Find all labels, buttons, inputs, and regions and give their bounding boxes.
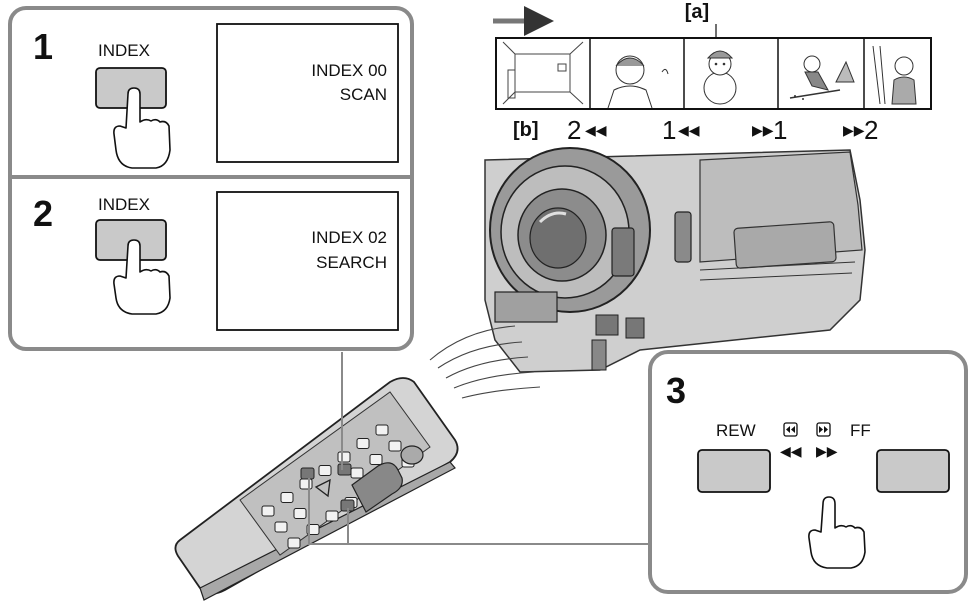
rew-button[interactable] <box>697 449 771 493</box>
step-1-screen-line1: INDEX 00 <box>311 61 387 80</box>
forward-icon: ▶▶ <box>816 444 838 460</box>
pointing-hand-icon <box>113 87 171 169</box>
step-2-screen-line1: INDEX 02 <box>311 228 387 247</box>
remote-key[interactable] <box>274 521 288 533</box>
remote-keys <box>261 424 415 549</box>
forward-small-icon: ▶▶ <box>752 123 774 139</box>
rewind-small-icon: ◀◀ <box>585 123 607 139</box>
speed-rew-2: 2 <box>567 115 581 145</box>
step-3: 3 REW ◀◀ ▶▶ FF <box>648 350 968 594</box>
tape-frame-skier <box>789 55 855 100</box>
forward-small-icon: ▶▶ <box>843 123 865 139</box>
remote-key[interactable] <box>350 467 364 479</box>
step-3-panel <box>648 350 968 594</box>
tape-frame-snowman <box>703 50 737 105</box>
pointing-hand-icon <box>808 496 866 569</box>
step-2-button-label: INDEX <box>98 195 150 214</box>
remote-key[interactable] <box>356 438 370 449</box>
label-a: [a] <box>685 1 709 23</box>
connector-lines <box>308 352 650 545</box>
remote-key[interactable] <box>375 424 389 436</box>
rewind-boxed-icon <box>783 422 798 437</box>
step-1-button-label: INDEX <box>98 41 150 60</box>
step-1-screen-line2: SCAN <box>340 85 387 104</box>
remote-control <box>174 377 459 601</box>
speed-rew-1: 1 <box>662 115 676 145</box>
label-b: [b] <box>513 119 539 141</box>
infrared-signal <box>429 325 541 399</box>
step-1-number: 1 <box>33 26 53 67</box>
ff-button[interactable] <box>876 449 950 493</box>
tape-frame-child <box>872 45 917 105</box>
speed-ff-1: 1 <box>773 115 787 145</box>
remote-key[interactable] <box>280 492 294 503</box>
speed-ff-2: 2 <box>864 115 878 145</box>
remote-key[interactable] <box>261 505 275 517</box>
step-3-number: 3 <box>666 370 686 411</box>
rewind-small-icon: ◀◀ <box>678 123 700 139</box>
step-2-number: 2 <box>33 193 53 234</box>
tape-frame-man <box>607 55 669 109</box>
tape-diagram: [a] <box>493 1 932 145</box>
forward-boxed-icon <box>816 422 831 437</box>
tape-frame-room <box>502 41 584 105</box>
pointing-hand-icon <box>113 239 171 315</box>
step-2-screen-line2: SEARCH <box>316 253 387 272</box>
remote-key[interactable] <box>325 510 339 522</box>
remote-key[interactable] <box>299 478 313 490</box>
step-2-screen <box>216 191 399 331</box>
remote-key[interactable] <box>287 537 301 549</box>
step-1: 1 INDEX INDEX 00 SCAN <box>33 23 399 169</box>
remote-key[interactable] <box>388 440 402 452</box>
step-1-screen <box>216 23 399 163</box>
camcorder-illustration <box>484 147 866 373</box>
remote-rew-key[interactable] <box>300 467 315 480</box>
remote-key[interactable] <box>369 454 383 465</box>
ff-label: FF <box>850 421 871 440</box>
remote-key[interactable] <box>318 465 332 476</box>
remote-key[interactable] <box>337 451 351 463</box>
remote-key[interactable] <box>293 508 307 519</box>
step-2: 2 INDEX INDEX 02 SEARCH <box>33 191 399 331</box>
play-key-icon <box>314 478 331 498</box>
rewind-icon: ◀◀ <box>780 444 802 460</box>
rew-label: REW <box>716 421 756 440</box>
remote-index-key[interactable] <box>337 463 352 476</box>
